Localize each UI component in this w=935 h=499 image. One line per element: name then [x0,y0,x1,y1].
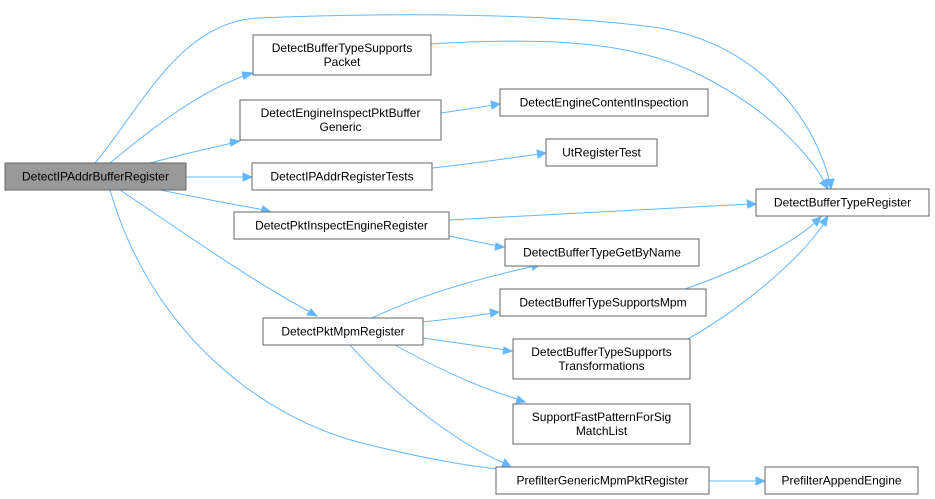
arrow-ut-register-test [536,149,548,159]
node-detect-buffer-type-supports-transformations-label-1: DetectBufferTypeSupports [531,345,672,359]
node-detect-engine-inspect-pkt-buffer-generic-label-1: DetectEngineInspectPktBuffer [261,106,421,120]
node-detect-buffer-type-supports-mpm-label-1: DetectBufferTypeSupportsMpm [519,296,686,310]
node-detect-pkt-mpm-register-label-1: DetectPktMpmRegister [281,325,404,339]
arrow-prefilter-generic-mpm-pkt-register [501,458,513,468]
node-detect-pkt-inspect-engine-register-label-1: DetectPktInspectEngineRegister [255,219,428,233]
edge-mpm-register-to-fast-pattern [394,344,521,401]
node-detect-buffer-type-supports-mpm[interactable]: DetectBufferTypeSupportsMpm [499,288,707,317]
node-detect-ipaddr-buffer-register[interactable]: DetectIPAddrBufferRegister [4,162,187,191]
node-detect-buffer-type-supports-packet-label-1: DetectBufferTypeSupports [272,41,413,55]
arrow-pkt-mpm-register [306,308,319,317]
node-detect-pkt-inspect-engine-register-box [233,211,450,240]
edge-mpm-register-to-get-by-name [371,265,536,319]
node-detect-buffer-type-supports-packet-box [252,34,432,76]
node-detect-buffer-type-register[interactable]: DetectBufferTypeRegister [755,188,930,217]
edge-supports-transformations-to-buffer-type-register [685,221,826,341]
node-support-fast-pattern-for-sig-match-list-label-2: MatchList [576,424,628,438]
node-prefilter-append-engine-label-1: PrefilterAppendEngine [781,474,901,488]
arrow-supports-mpm [489,308,501,318]
node-prefilter-generic-mpm-pkt-register-box [495,466,710,495]
arrow-buffer-type-register-arc [825,178,835,191]
node-detect-ipaddr-register-tests[interactable]: DetectIPAddrRegisterTests [251,162,433,191]
node-detect-engine-content-inspection-label-1: DetectEngineContentInspection [520,96,689,110]
edge-root-to-engine-inspect-pkt-buffer-generic [149,141,238,164]
call-edges [94,14,835,486]
node-detect-engine-content-inspection[interactable]: DetectEngineContentInspection [499,88,709,117]
node-detect-pkt-inspect-engine-register[interactable]: DetectPktInspectEngineRegister [233,211,450,240]
node-detect-buffer-type-supports-transformations-box [512,338,691,380]
node-support-fast-pattern-for-sig-match-list-label-1: SupportFastPatternForSig [532,410,671,424]
edge-inspect-engine-to-buffer-type-register [448,203,751,221]
node-detect-pkt-mpm-register-box [262,317,424,346]
node-detect-buffer-type-get-by-name-box [504,238,700,267]
node-detect-buffer-type-supports-packet-label-2: Packet [324,55,361,69]
node-detect-buffer-type-supports-transformations-label-2: Transformations [558,359,644,373]
node-prefilter-generic-mpm-pkt-register[interactable]: PrefilterGenericMpmPktRegister [495,466,710,495]
arrow-append-engine [755,476,767,486]
arrow-ipaddr-register-tests [242,172,254,182]
call-graph-nodes: DetectIPAddrBufferRegisterDetectBufferTy… [4,34,930,495]
edge-mpm-register-to-supports-mpm [422,312,494,323]
node-detect-ipaddr-register-tests-box [251,162,433,191]
edge-mpm-register-to-supports-transformations [422,337,507,351]
node-prefilter-append-engine-box [764,466,919,495]
edge-mpm-register-to-prefilter [349,344,507,465]
node-detect-buffer-type-get-by-name[interactable]: DetectBufferTypeGetByName [504,238,700,267]
edge-register-tests-to-ut-register-test [431,153,541,169]
node-detect-ipaddr-buffer-register-box [4,162,187,191]
node-detect-ipaddr-buffer-register-label-1: DetectIPAddrBufferRegister [22,170,169,184]
edge-root-to-buffer-type-supports-packet [109,73,251,164]
node-detect-ipaddr-register-tests-label-1: DetectIPAddrRegisterTests [270,170,413,184]
edge-root-to-pkt-inspect-engine-register [159,189,266,211]
node-detect-buffer-type-register-label-1: DetectBufferTypeRegister [774,196,911,210]
node-detect-buffer-type-get-by-name-label-1: DetectBufferTypeGetByName [523,246,681,260]
node-detect-engine-inspect-pkt-buffer-generic-box [239,99,442,141]
arrow-fast-pattern [515,395,527,404]
arrow-supports-mpm-buffer-type-register [811,216,822,227]
node-detect-buffer-type-register-box [755,188,930,217]
arrow-supports-packet-buffer-type-register [819,178,829,191]
arrow-buffer-type-supports-packet [241,71,255,80]
edge-root-to-prefilter-generic-mpm-pkt-register [109,189,511,471]
edge-supports-packet-to-buffer-type-register [430,40,826,184]
node-detect-engine-inspect-pkt-buffer-generic-label-2: Generic [319,120,361,134]
edge-root-to-buffer-type-register-arc [94,14,831,184]
node-ut-register-test-label-1: UtRegisterTest [562,146,641,160]
arrow-supports-transformations-buffer-type-register [819,214,829,227]
arrow-get-by-name-1 [494,242,506,251]
edge-root-to-pkt-mpm-register [119,189,313,314]
arrow-supports-transformations [502,346,514,355]
edge-inspect-generic-to-content-inspection [440,104,495,114]
arrow-content-inspection [490,100,502,110]
edge-supports-mpm-to-buffer-type-register [684,221,817,290]
arrow-inspect-engine-buffer-type-register [746,199,758,209]
node-ut-register-test[interactable]: UtRegisterTest [545,138,658,167]
node-ut-register-test-box [545,138,658,167]
arrow-engine-inspect-pkt-buffer-generic [229,138,242,147]
node-detect-pkt-mpm-register[interactable]: DetectPktMpmRegister [262,317,424,346]
node-support-fast-pattern-for-sig-match-list-box [512,403,691,445]
node-detect-buffer-type-supports-mpm-box [499,288,707,317]
node-prefilter-append-engine[interactable]: PrefilterAppendEngine [764,466,919,495]
node-prefilter-generic-mpm-pkt-register-label-1: PrefilterGenericMpmPktRegister [516,474,688,488]
edge-inspect-engine-to-get-by-name [448,235,499,247]
node-detect-engine-content-inspection-box [499,88,709,117]
